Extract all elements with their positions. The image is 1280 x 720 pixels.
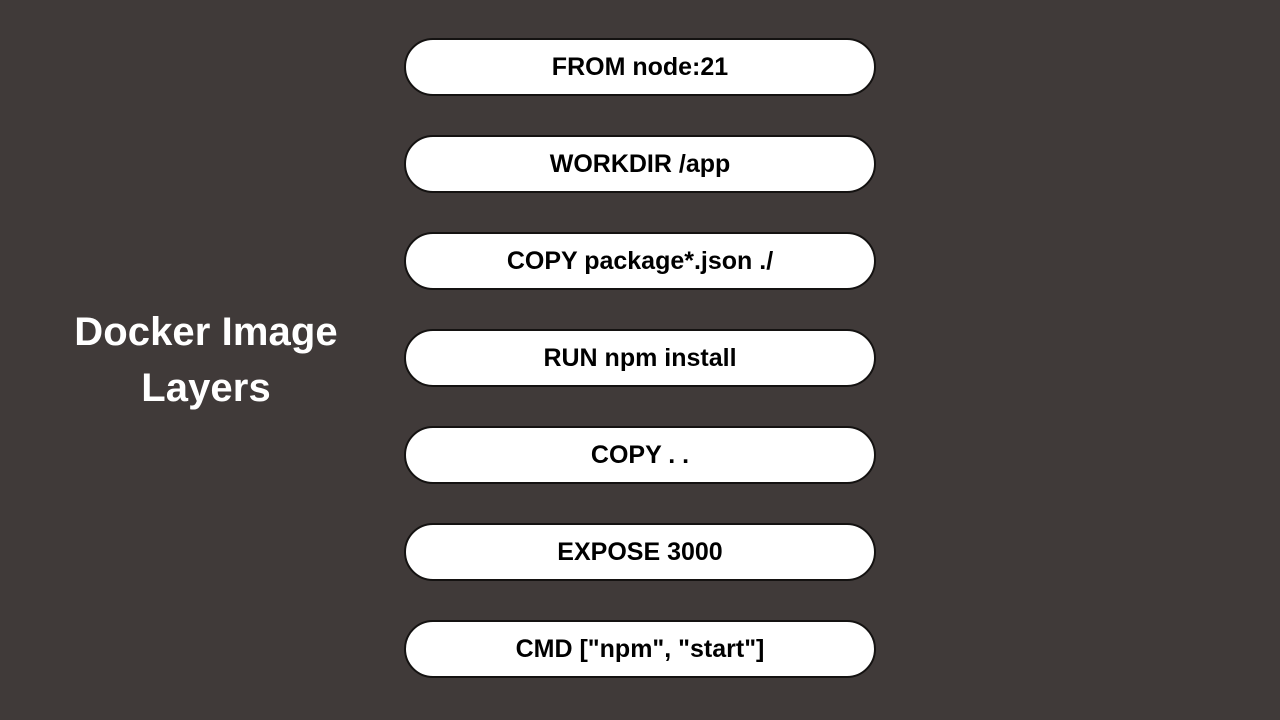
- layer-pill-copy-package[interactable]: COPY package*.json ./: [404, 232, 876, 290]
- layer-pill-run-npm-install[interactable]: RUN npm install: [404, 329, 876, 387]
- layer-label: WORKDIR /app: [549, 149, 731, 178]
- layer-label: EXPOSE 3000: [557, 537, 723, 566]
- layer-pill-copy-all[interactable]: COPY . .: [404, 426, 876, 484]
- layer-pill-cmd[interactable]: CMD ["npm", "start"]: [404, 620, 876, 678]
- layer-label: FROM node:21: [551, 52, 729, 81]
- layer-pill-expose[interactable]: EXPOSE 3000: [404, 523, 876, 581]
- layer-stack: FROM node:21 WORKDIR /app COPY package*.…: [404, 38, 1280, 678]
- layer-pill-workdir[interactable]: WORKDIR /app: [404, 135, 876, 193]
- layers-column: FROM node:21 WORKDIR /app COPY package*.…: [404, 0, 1280, 720]
- layer-label: COPY package*.json ./: [506, 246, 774, 275]
- layer-label: CMD ["npm", "start"]: [515, 634, 765, 663]
- layer-label: RUN npm install: [543, 343, 737, 372]
- layer-pill-from[interactable]: FROM node:21: [404, 38, 876, 96]
- title-column: Docker Image Layers: [0, 0, 404, 720]
- page-title: Docker Image Layers: [74, 310, 338, 410]
- layer-label: COPY . .: [590, 440, 690, 469]
